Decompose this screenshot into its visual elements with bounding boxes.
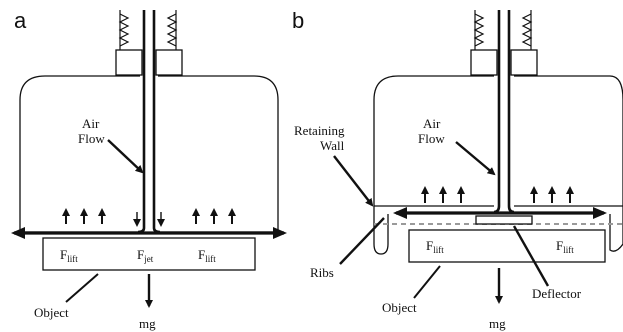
- lift-arrows-left-b: [421, 186, 465, 203]
- retaining-wall-label-2: Wall: [320, 138, 345, 153]
- retaining-wall-label-1: Retaining: [294, 123, 345, 138]
- object-leader-b: [413, 265, 441, 299]
- f-lift-right-a: Flift: [198, 247, 216, 264]
- rib-right: [609, 206, 623, 252]
- spring-right-b: [521, 10, 533, 50]
- object-label-a: Object: [34, 305, 69, 320]
- panel-b: b: [292, 8, 623, 331]
- air-flow-label-b-2: Flow: [418, 131, 445, 146]
- panel-b-letter: b: [292, 8, 304, 33]
- air-tube: [137, 10, 161, 234]
- object-label-b: Object: [382, 300, 417, 315]
- housing-left-b: [373, 75, 494, 207]
- mg-label-a: mg: [139, 316, 156, 331]
- collar-right: [155, 49, 183, 76]
- collar-left: [115, 49, 143, 76]
- spring-left-b: [473, 10, 485, 50]
- air-flow-label-a-2: Flow: [78, 131, 105, 146]
- rib-left: [373, 206, 389, 255]
- housing-right: [158, 75, 279, 233]
- air-tube-b: [493, 10, 515, 214]
- air-flow-label-a-1: Air: [82, 116, 100, 131]
- mg-label-b: mg: [489, 316, 506, 331]
- housing-left: [19, 75, 140, 233]
- f-jet-a: Fjet: [137, 247, 154, 264]
- retaining-wall-leader: [333, 155, 374, 207]
- deflector-label: Deflector: [532, 286, 582, 301]
- f-lift-right-b: Flift: [556, 238, 574, 255]
- f-lift-left-a: Flift: [60, 247, 78, 264]
- spring-left: [118, 10, 130, 50]
- lift-arrows-right: [192, 208, 236, 224]
- collar-left-b: [470, 49, 498, 76]
- ribs-label: Ribs: [310, 265, 334, 280]
- air-flow-leader-a: [107, 139, 144, 174]
- object-b: [408, 229, 606, 263]
- collar-right-b: [510, 49, 538, 76]
- lift-arrows-right-b: [530, 186, 574, 203]
- object-leader-a: [65, 273, 99, 303]
- deflector: [475, 215, 533, 225]
- f-lift-left-b: Flift: [426, 238, 444, 255]
- air-flow-leader-b: [455, 141, 496, 176]
- panel-a: a: [11, 8, 287, 331]
- lift-arrows-left: [62, 208, 106, 224]
- object-a: [42, 237, 256, 271]
- housing-right-b: [514, 75, 623, 207]
- deflector-leader: [512, 225, 550, 287]
- spring-right: [166, 10, 178, 50]
- panel-a-letter: a: [14, 8, 27, 33]
- ribs-leader: [339, 217, 385, 265]
- air-flow-label-b-1: Air: [423, 116, 441, 131]
